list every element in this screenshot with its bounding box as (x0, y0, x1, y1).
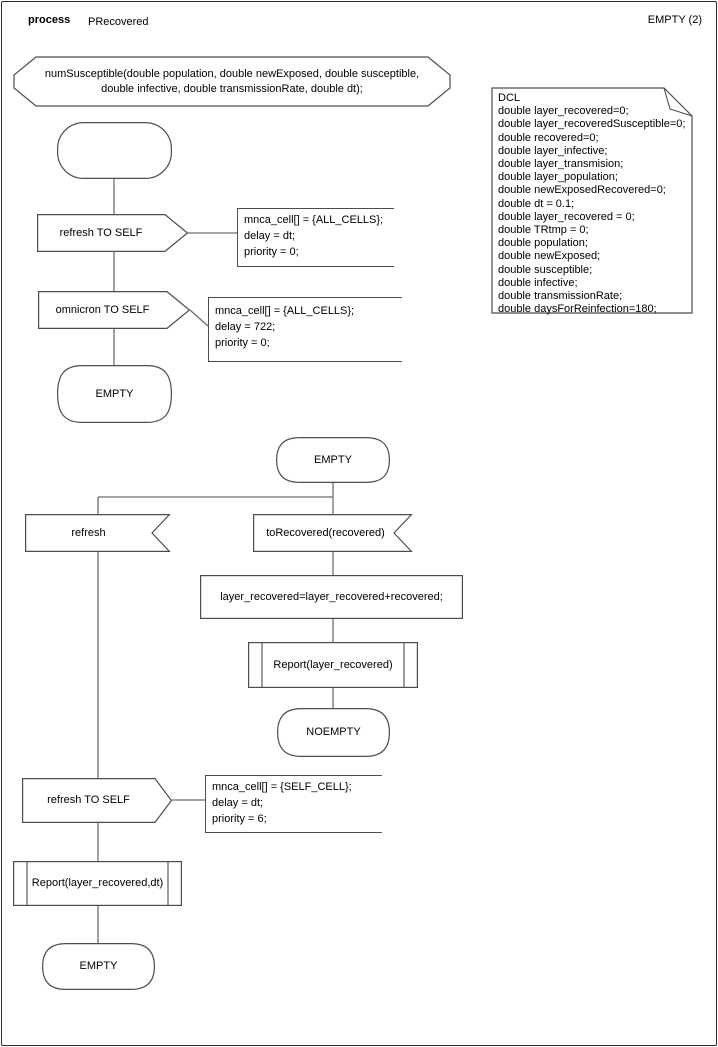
state-empty-top-label: EMPTY (95, 387, 134, 400)
state-start-label (57, 122, 172, 179)
input-shape (253, 514, 413, 553)
state-noempty[interactable]: NOEMPTY (276, 708, 391, 757)
state-shape (56, 365, 173, 423)
output-omnicron-to-self[interactable]: omnicron TO SELF (38, 291, 191, 330)
output-refresh-to-self-1-label: refresh TO SELF (59, 226, 143, 239)
output-refresh-to-self-1[interactable]: refresh TO SELF (37, 214, 189, 253)
output-refresh-to-self-2[interactable]: refresh TO SELF (22, 778, 173, 824)
procedure-shape (248, 642, 419, 688)
procedure-report-layer-dt-label: Report(layer_recovered,dt) (31, 877, 164, 889)
output-refresh-to-self-2-label: refresh TO SELF (47, 794, 130, 806)
state-start[interactable] (57, 122, 173, 179)
input-to-recovered-label: toRecovered(recovered) (266, 526, 385, 539)
input-to-recovered[interactable]: toRecovered(recovered) (253, 514, 413, 553)
note-shape (491, 87, 693, 314)
dcl-text: DCL double layer_recovered=0; double lay… (498, 92, 686, 316)
state-shape (57, 122, 173, 179)
input-refresh[interactable]: refresh (25, 514, 171, 553)
procedure-report-layer-dt[interactable]: Report(layer_recovered,dt) (13, 861, 183, 906)
task-accumulate-label: layer_recovered=layer_recovered+recovere… (220, 590, 443, 603)
state-empty-bottom-label: EMPTY (79, 960, 118, 972)
output-shape (37, 214, 189, 253)
output-shape (22, 778, 173, 824)
output-omnicron-to-self-label: omnicron TO SELF (55, 303, 150, 316)
state-shape (276, 708, 391, 757)
process-kind-label: process (28, 14, 71, 26)
input-shape (25, 514, 171, 553)
state-empty-mid-label: EMPTY (314, 453, 352, 466)
state-shape (275, 437, 391, 483)
task-shape (200, 575, 463, 619)
text-symbol-shape (13, 56, 451, 107)
state-empty-top[interactable]: EMPTY (56, 365, 173, 423)
input-refresh-label: refresh (71, 526, 106, 539)
comment-all-cells-722[interactable]: mnca_cell[] = {ALL_CELLS}; delay = 722; … (208, 297, 402, 362)
procedure-report-layer-label: Report(layer_recovered) (273, 658, 393, 671)
signature-text-symbol[interactable]: numSusceptible(double population, double… (13, 56, 451, 107)
state-shape (41, 943, 156, 990)
page-number-label: EMPTY (2) (647, 14, 702, 26)
state-noempty-label: NOEMPTY (306, 726, 361, 738)
procedure-report-layer[interactable]: Report(layer_recovered) (248, 642, 419, 688)
state-empty-mid[interactable]: EMPTY (275, 437, 391, 483)
folded-corner-icon (663, 87, 693, 117)
dcl-note[interactable]: DCL double layer_recovered=0; double lay… (491, 87, 693, 316)
task-accumulate-recovered[interactable]: layer_recovered=layer_recovered+recovere… (200, 575, 463, 619)
comment-all-cells-dt[interactable]: mnca_cell[] = {ALL_CELLS}; delay = dt; p… (237, 208, 394, 267)
procedure-shape (13, 861, 183, 906)
signature-label: numSusceptible(double population, double… (44, 67, 420, 95)
comment-self-cell-dt[interactable]: mnca_cell[] = {SELF_CELL}; delay = dt; p… (205, 775, 382, 833)
state-empty-bottom[interactable]: EMPTY (41, 943, 156, 990)
process-name: PRecovered (88, 16, 149, 28)
output-shape (38, 291, 191, 330)
comment-link (189, 309, 209, 327)
